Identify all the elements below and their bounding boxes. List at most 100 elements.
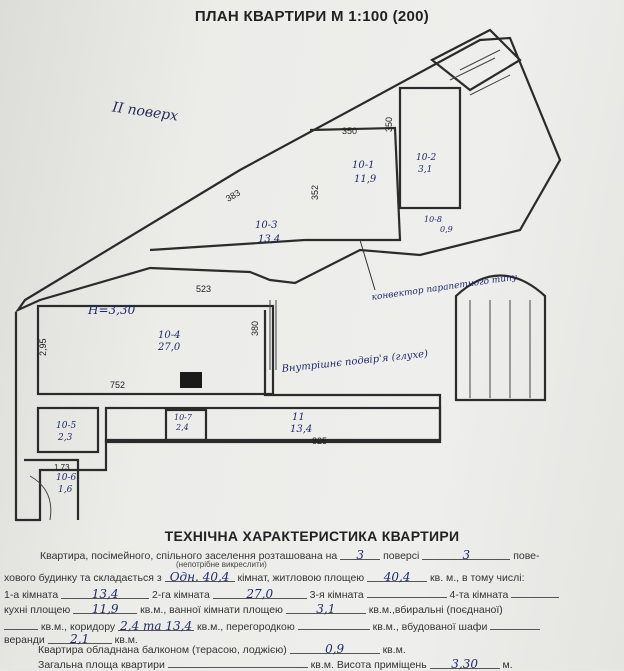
form-text: кв.м., перегородкою [197,621,295,633]
window-mark [269,300,277,370]
room-area-10-5: 2,3 [57,433,73,443]
form-value-floors: 3 [462,548,471,562]
dim-825: 825 [312,436,327,446]
dim-173: 1,73 [54,463,70,472]
form-field-height: 3,30 [429,657,500,671]
stove-mark [180,372,202,388]
room-label-10-7: 10-7 [174,413,193,422]
form-value-corridor: 2,4 та 13,4 [120,619,193,633]
form-value-veranda: 2,1 [70,632,90,646]
form-value-floor: 3 [356,548,364,562]
form-field-living: 40,4 [367,570,428,584]
dim-383: 383 [224,188,242,204]
room-10-3-wall [149,238,306,252]
room-label-10-6: 10-6 [56,473,76,483]
room-label-10-8: 10-8 [424,215,442,224]
form-line-4: кухні площею 11,9 кв.м., ванної кімнати … [4,602,503,616]
form-value-room2: 27,0 [246,587,274,601]
room-label-10-5: 10-5 [56,421,76,431]
room-label-10-2: 10-2 [416,153,436,163]
form-field-total-area [167,656,308,668]
form-field-veranda: 2,1 [47,632,112,646]
form-field-floor: 3 [340,548,381,562]
form-text: кв.м., ванної кімнати площею [140,604,283,616]
dim-380: 380 [250,321,260,336]
room-10-1-wall [305,126,402,242]
form-field-kitchen: 11,9 [73,602,138,616]
form-line-1: Квартира, посімейного, спільного заселен… [40,548,540,562]
form-text: кв.м. [114,634,138,646]
form-text: 4-та кімната [449,589,509,601]
form-field-rooms: Одн. 40,4 [164,570,235,584]
dim-350-top: 350 [342,126,357,136]
stair-steps-upper [449,49,511,96]
form-text: кв. м., в тому числі: [430,572,525,584]
bathroom-wall [398,86,462,210]
door-arc [29,475,52,521]
form-note: (непотрібне викреслити) [176,560,267,569]
form-text: поверсі [383,550,420,562]
room-area-10-2: 3,1 [418,165,432,175]
room-10-4-wall [36,304,275,396]
form-line-7: Квартира обладнана балконом (терасою, ло… [38,642,406,656]
room-area-10-7: 2,4 [175,423,189,432]
form-field-bath: 3,1 [285,602,366,616]
dim-752: 752 [110,380,125,390]
form-line-2: хового будинку та складається з Одн. 40,… [4,570,525,584]
room-10-6-wall [24,458,80,520]
dim-350-side: 350 [384,117,394,132]
form-text: хового будинку та складається з [4,572,162,584]
form-field-room1: 13,4 [61,587,150,601]
courtyard-note: Внутрішнє подвір'я (глухе) [280,349,428,375]
convector-note: конвектор парапетного типу [371,273,518,303]
dim-295: 2,95 [38,338,48,356]
room-area-10-4: 27,0 [157,342,181,353]
form-text: кв.м. [382,644,406,656]
form-value-rooms: Одн. 40,4 [169,570,230,584]
form-field-corridor: 2,4 та 13,4 [118,619,195,633]
form-line-6: веранди 2,1 кв.м. [4,632,138,646]
form-text: кв.м. Висота приміщень [310,659,427,671]
page-title: ПЛАН КВАРТИРИ М 1:100 (200) [194,8,430,25]
form-text: 2-га кімната [152,589,210,601]
form-text: кв.м., коридору [40,621,116,633]
form-field-room3 [366,586,447,598]
room-10-5-wall [36,406,100,454]
form-field-floors: 3 [422,548,511,562]
form-value-balcony: 0,9 [325,642,345,656]
characteristics-heading: ТЕХНІЧНА ХАРАКТЕРИСТИКА КВАРТИРИ [164,528,460,544]
form-text: 1-а кімната [4,589,59,601]
form-field-toilet [4,618,38,630]
room-area-10-8: 0,9 [440,225,453,234]
form-value-room1: 13,4 [91,587,119,601]
form-value-living: 40,4 [383,570,411,584]
room-label-10-4: 10-4 [158,330,180,341]
form-value-kitchen: 11,9 [91,602,119,616]
form-text: Квартира, посімейного, спільного заселен… [40,550,338,562]
form-text: кімнат, житловою площею [237,572,365,584]
form-line-5: кв.м., коридору 2,4 та 13,4 кв.м., перег… [4,618,541,633]
room-10-7-wall [164,408,208,442]
form-text: пове- [513,550,540,562]
form-field-balcony: 0,9 [289,642,380,656]
form-text: кухні площею [4,604,71,616]
room-label-10-1: 10-1 [352,160,374,171]
form-text: м. [502,659,513,671]
form-text: 3-я кімната [309,589,364,601]
stair-steps [469,300,531,398]
form-text: Квартира обладнана балконом (терасою, ло… [38,644,287,656]
form-field-closet [490,618,541,630]
stair-upper [429,28,522,92]
convector-leader [359,239,376,291]
form-text: Загальна площа квартири [38,659,165,671]
room-label-11: 11 [292,412,305,423]
room-area-10-6: 1,6 [58,485,73,495]
room-area-11: 13,4 [290,424,312,435]
room-area-10-3: 13,4 [258,234,280,245]
form-text: кв.м., вбудованої шафи [372,621,488,633]
lower-wall [14,310,442,522]
form-field-room2: 27,0 [212,587,307,601]
dim-352: 352 [310,185,320,200]
stair-lower [454,274,547,402]
